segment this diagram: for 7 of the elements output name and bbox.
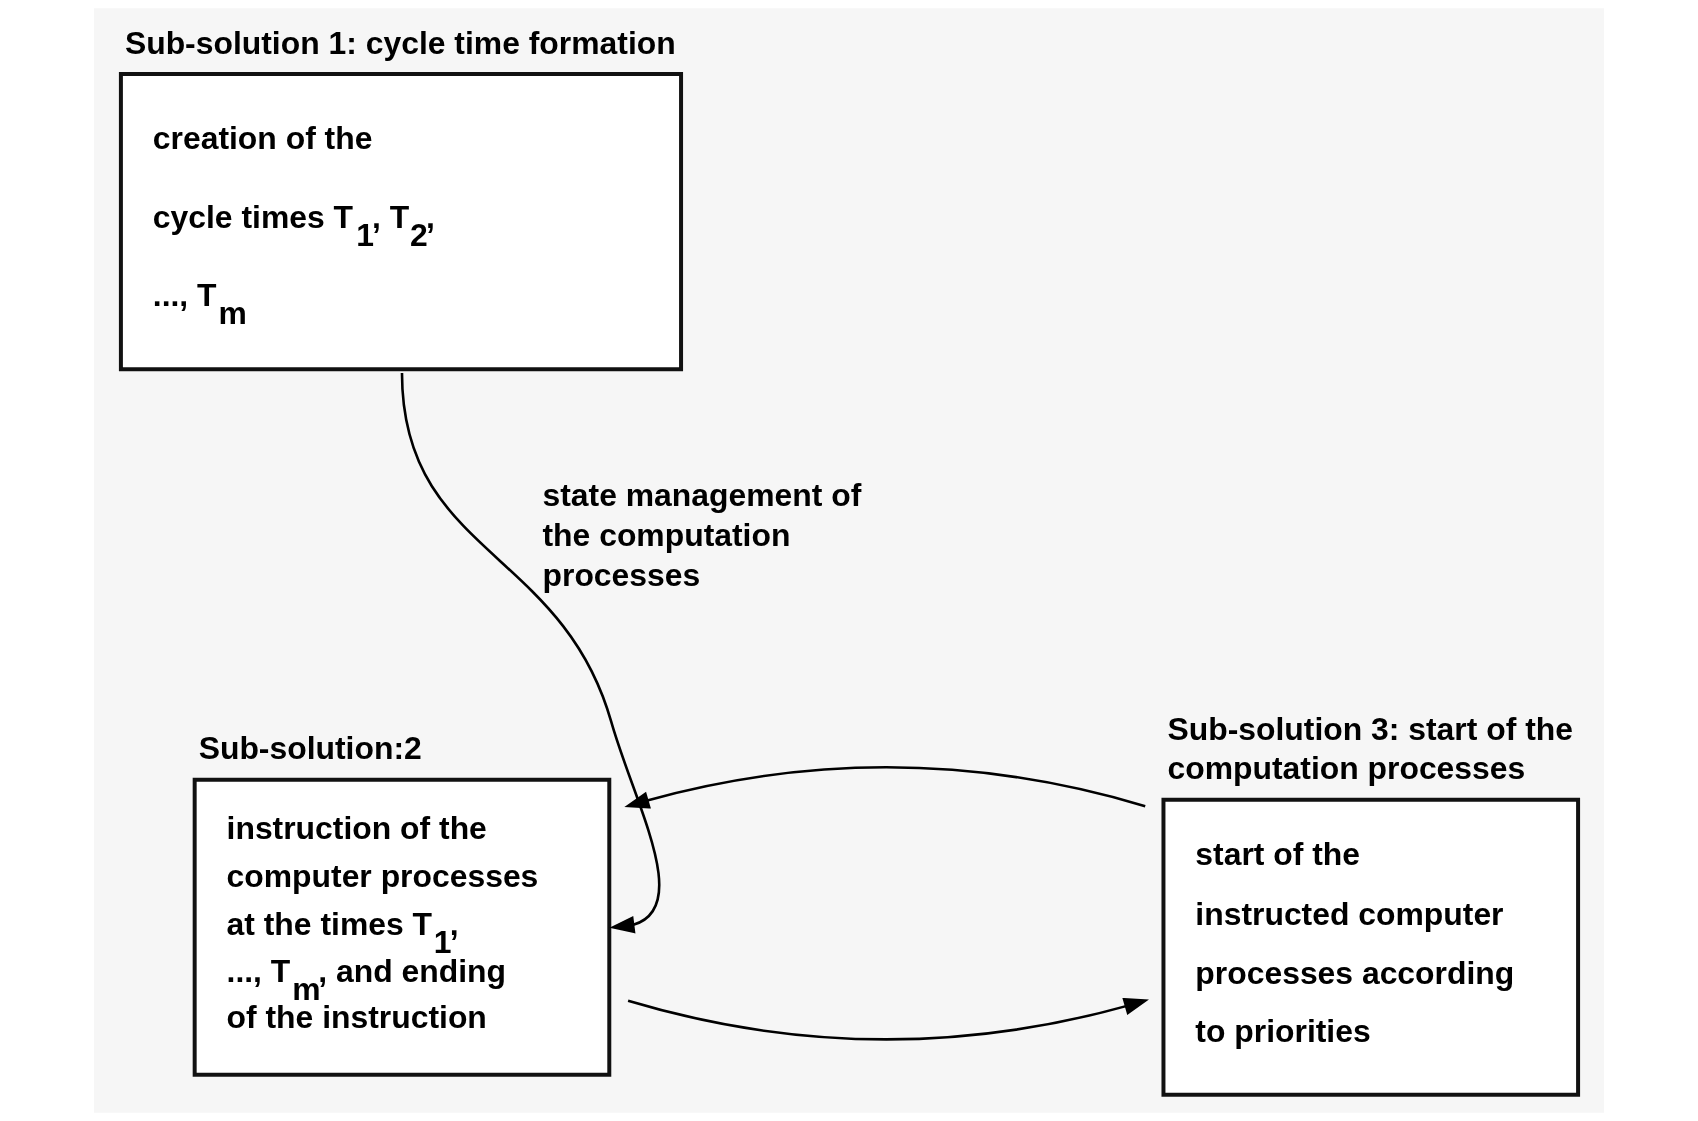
arrow	[627, 998, 1149, 1041]
node-label: Sub-solution 3: start of the computation processes	[1167, 710, 1573, 787]
arrow	[624, 766, 1146, 809]
edge-label: state management of the computation processes	[542, 477, 862, 594]
arrow	[400, 373, 661, 934]
node-label: Sub-solution:2	[198, 730, 422, 767]
node-label: Sub-solution 1: cycle time formation	[124, 24, 676, 61]
